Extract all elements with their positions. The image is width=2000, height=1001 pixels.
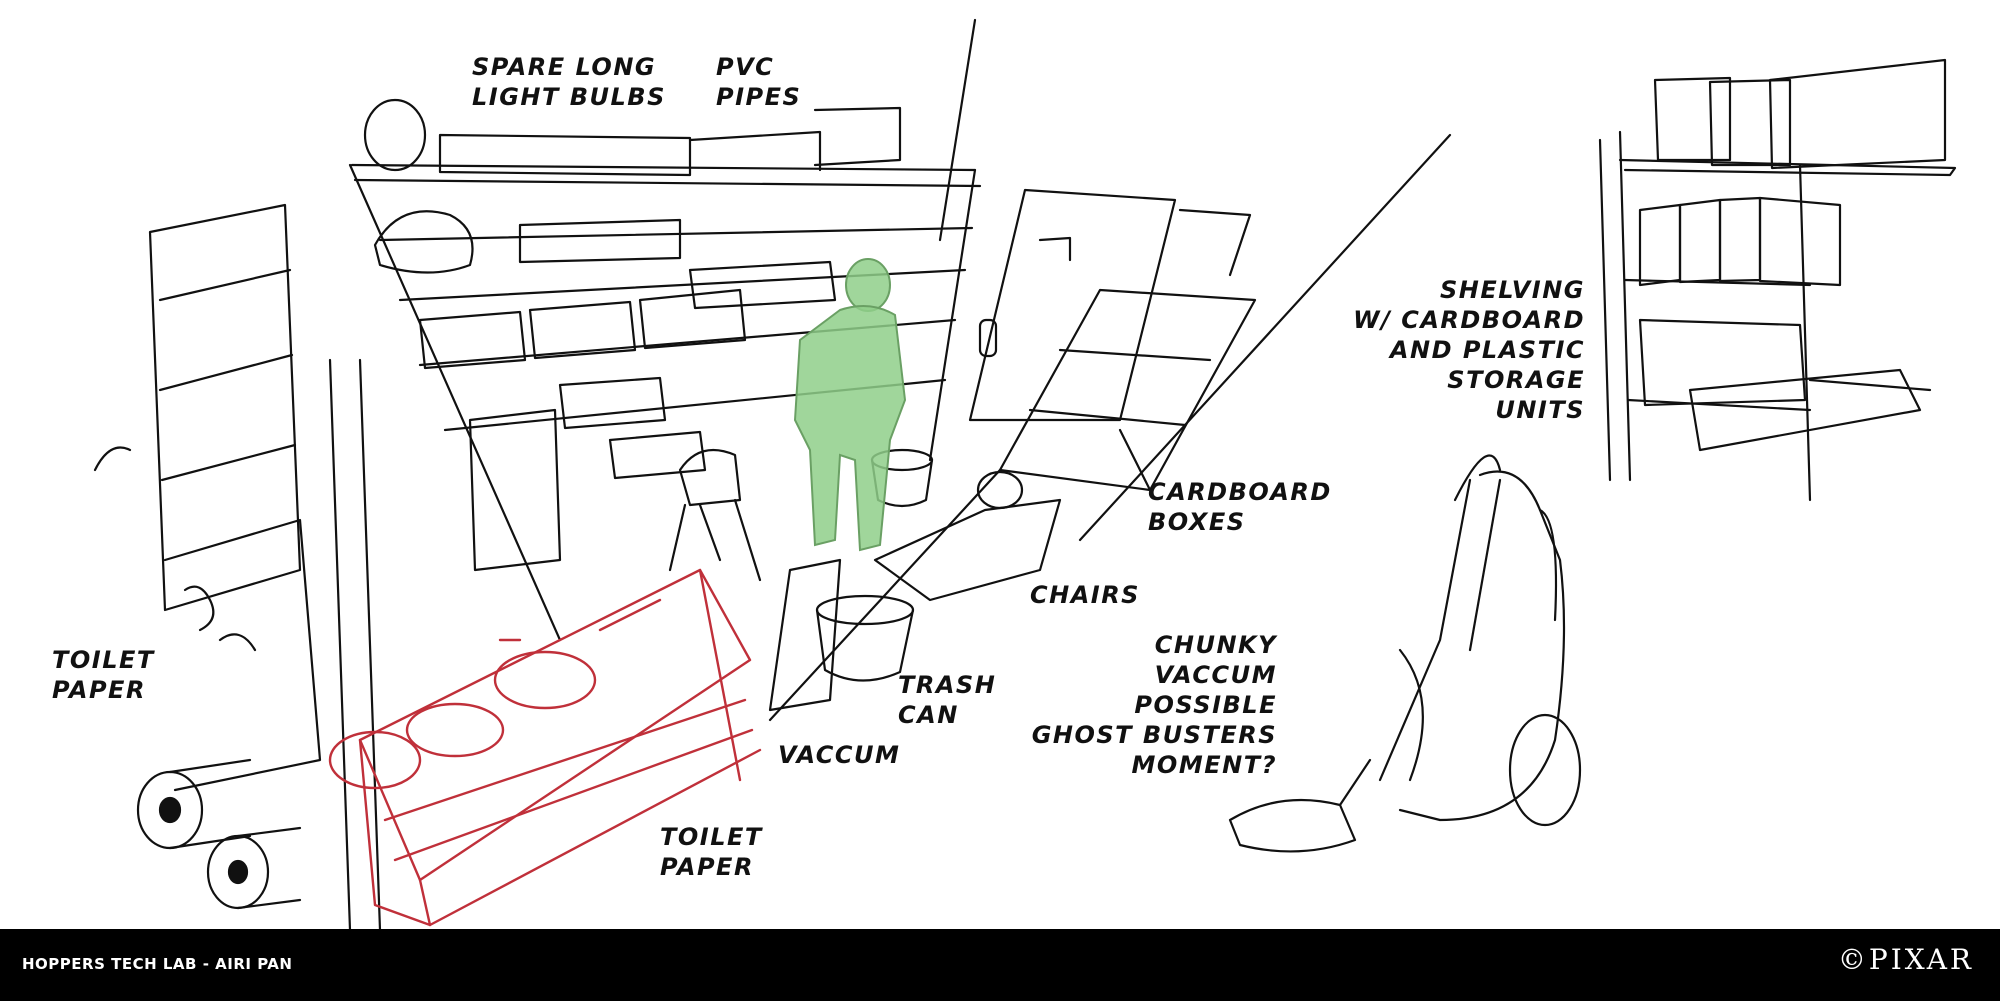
toilet-paper-rolls-sketch [136,758,302,910]
concept-sketch [93,18,1957,929]
label-trash-can: TRASH CAN [898,671,997,729]
chairs-sketch [668,448,1062,602]
door-sketch [968,188,1252,422]
floor-edge-line [768,468,1002,722]
wall-edge-line [1078,133,1452,542]
vacuum-sketch [1228,454,1582,853]
label-spare-long-light-bulbs: SPARE LONG LIGHT BULBS [472,53,666,111]
label-pvc-pipes: PVC PIPES [716,53,802,111]
storage-shelving-sketch [1598,58,1957,502]
footer-credit: HOPPERS TECH LAB - AIRI PAN [22,955,293,973]
pixar-logo: ©PIXAR [1837,943,1974,976]
label-chairs: CHAIRS [1030,581,1140,609]
label-chunky-vaccum: CHUNKY VACCUM POSSIBLE GHOST BUSTERS MOM… [1031,631,1277,779]
label-cardboard-boxes: CARDBOARD BOXES [1148,478,1332,536]
figure-highlight [793,258,907,552]
footer-bar: HOPPERS TECH LAB - AIRI PAN ©PIXAR [0,929,2000,1001]
label-vaccum: VACCUM [778,741,901,769]
main-shelving-sketch [348,18,982,642]
cart-highlight [328,568,762,927]
label-shelving: SHELVING W/ CARDBOARD AND PLASTIC STORAG… [1353,276,1585,424]
trash-can-sketch [768,558,915,712]
cardboard-boxes-sketch [998,288,1257,492]
label-toilet-paper-bottom: TOILET PAPER [660,823,763,881]
label-toilet-paper-left: TOILET PAPER [52,646,155,704]
left-wall-shelf-sketch [93,203,382,929]
